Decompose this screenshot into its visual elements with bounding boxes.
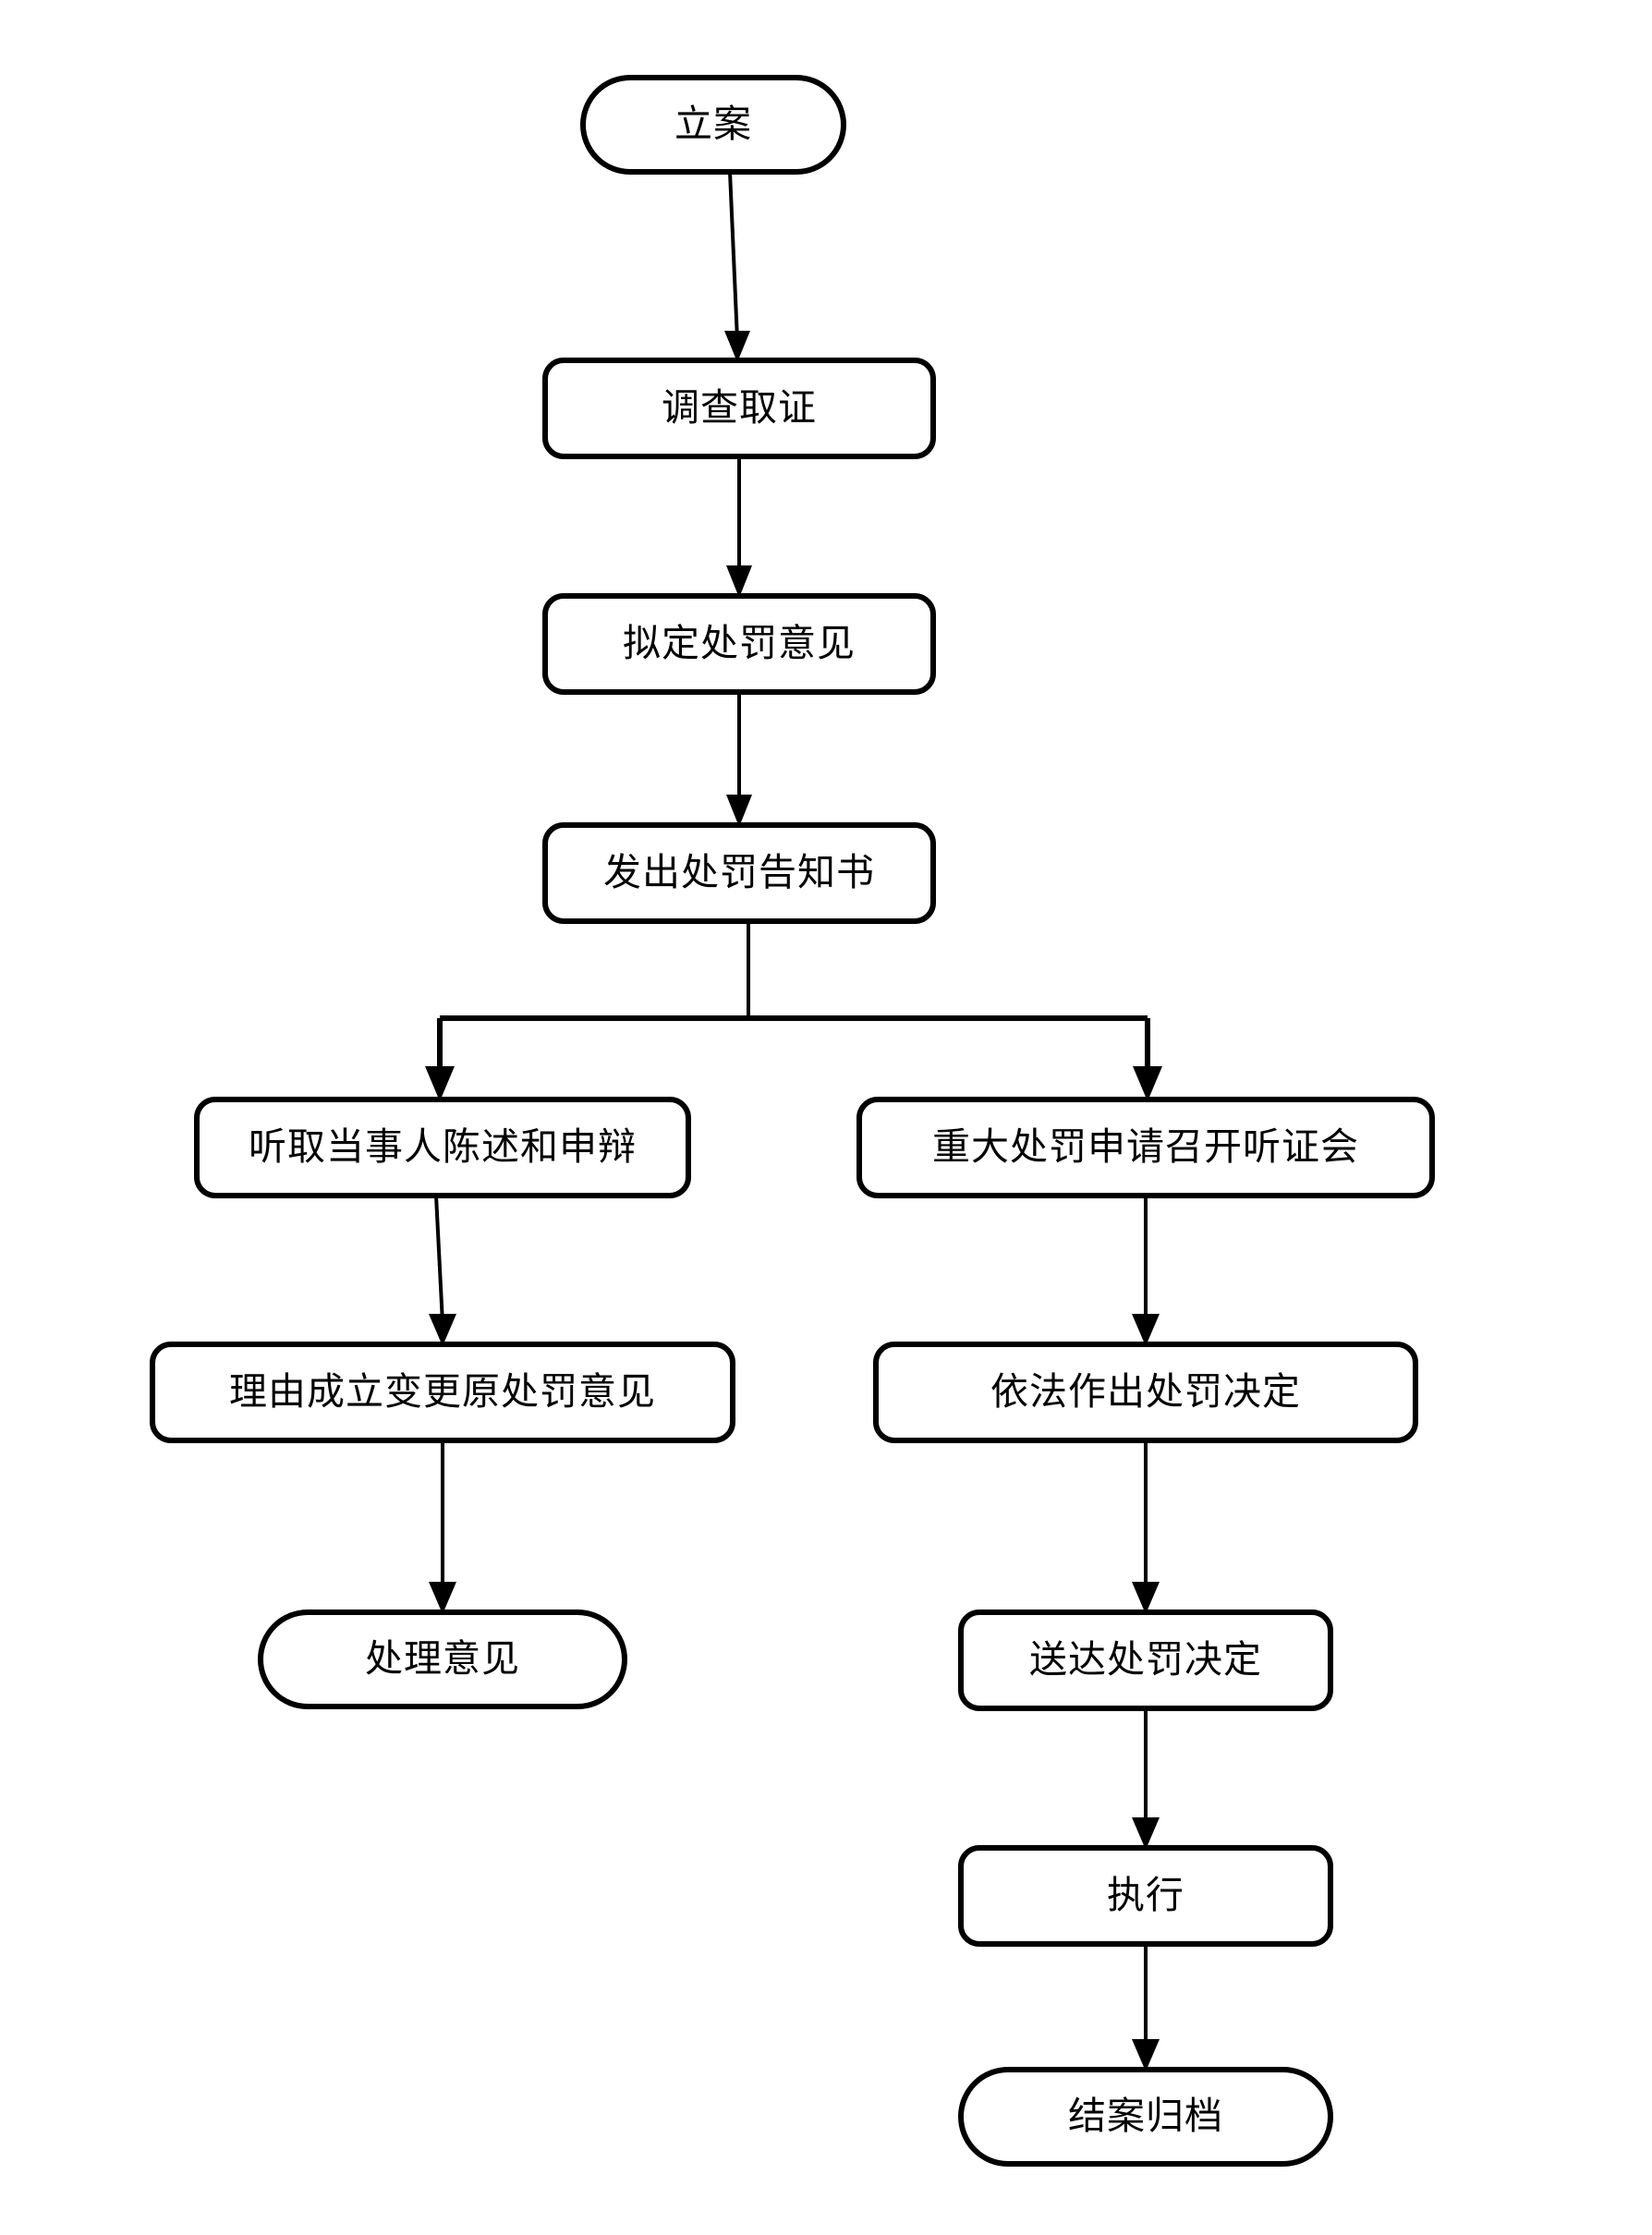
node-shape-liyou[interactable] [150,1342,735,1443]
edge-zhongda-to-yifa [1132,1196,1160,1346]
node-shape-zhixing[interactable] [958,1845,1333,1947]
node-shape-yifa[interactable] [873,1342,1418,1443]
edge-split-to-zhongda [1133,1018,1162,1101]
node-shape-songda[interactable] [958,1609,1333,1711]
node-shape-fachu[interactable] [542,822,936,924]
edge-liaan-to-diaocha [724,171,750,362]
edge-songda-to-zhixing [1132,1708,1160,1850]
node-shape-tingqu[interactable] [194,1097,691,1198]
node-shape-jiean[interactable] [958,2067,1333,2167]
node-shape-zhongda[interactable] [856,1097,1435,1198]
edge-split-to-tingqu [425,1018,455,1101]
node-shape-niding[interactable] [542,593,936,695]
node-shape-diaocha[interactable] [542,358,936,459]
node-shape-chuli[interactable] [258,1609,627,1709]
node-shape-liaan[interactable] [580,75,846,175]
node-shape-group [150,75,1435,2167]
edge-group [425,171,1162,2071]
edge-tingqu-to-liyou [429,1195,456,1346]
edge-yifa-to-songda [1132,1440,1160,1614]
edge-liyou-to-chuli [429,1440,456,1614]
edge-niding-to-fachu [726,692,752,827]
edge-diaocha-to-niding [726,456,752,598]
edge-fachu-split-bus [440,921,1148,1021]
edge-zhixing-to-jiean [1132,1944,1160,2071]
